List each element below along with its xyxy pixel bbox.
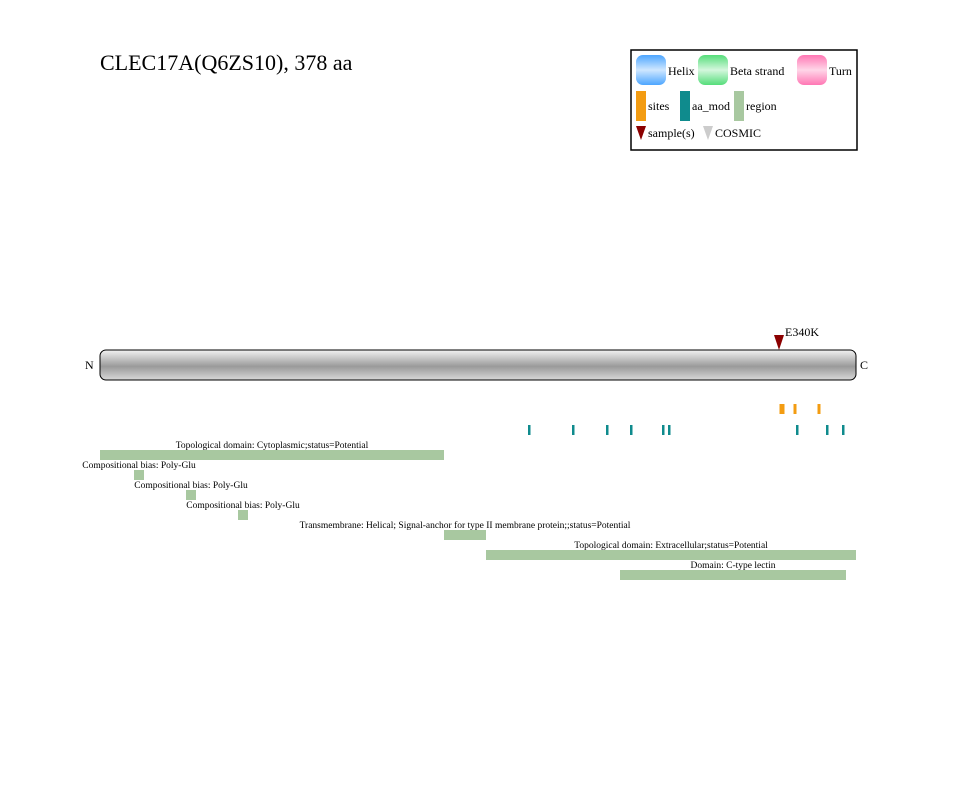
legend-helix-label: Helix (668, 64, 695, 78)
mutation-label: E340K (785, 325, 819, 339)
aa-mod-track (528, 425, 845, 435)
region-bar (100, 450, 444, 460)
region-bar (620, 570, 846, 580)
aa-mod-mark (668, 425, 671, 435)
region-label: Domain: C-type lectin (691, 561, 776, 571)
region-label: Compositional bias: Poly-Glu (134, 481, 248, 491)
aa-mod-mark (606, 425, 609, 435)
helix-swatch (636, 55, 666, 85)
chart-title: CLEC17A(Q6ZS10), 378 aa (100, 50, 353, 75)
legend-aa-mod-label: aa_mod (692, 99, 730, 113)
mutation-marker (774, 335, 784, 350)
aa-mod-mark (572, 425, 575, 435)
region-label: Compositional bias: Poly-Glu (186, 501, 300, 511)
aa-mod-mark (528, 425, 531, 435)
aa-mod-mark (796, 425, 799, 435)
region-swatch (734, 91, 744, 121)
turn-swatch (797, 55, 827, 85)
region-label: Transmembrane: Helical; Signal-anchor fo… (300, 520, 631, 531)
legend-turn-label: Turn (829, 64, 852, 78)
region-label: Topological domain: Extracellular;status… (574, 541, 768, 551)
protein-backbone (99, 349, 857, 381)
site-mark (793, 404, 797, 414)
legend-region-label: region (746, 99, 777, 113)
mutation-layer: E340K (774, 325, 819, 350)
legend-beta-label: Beta strand (730, 64, 784, 78)
sites-track (779, 404, 821, 414)
site-mark (781, 404, 785, 414)
n-terminus-label: N (85, 358, 94, 372)
region-bar (186, 490, 196, 500)
aa-mod-mark (842, 425, 845, 435)
region-bar (444, 530, 486, 540)
region-bar (486, 550, 856, 560)
region-bar (238, 510, 248, 520)
region-label: Compositional bias: Poly-Glu (82, 461, 196, 471)
beta-strand-swatch (698, 55, 728, 85)
site-mark (779, 404, 783, 414)
region-bar (134, 470, 144, 480)
legend-samples-label: sample(s) (648, 126, 695, 140)
region-track: Topological domain: Cytoplasmic;status=P… (82, 441, 856, 580)
aa-mod-mark (826, 425, 829, 435)
legend: Helix Beta strand Turn sites aa_mod regi… (630, 49, 858, 151)
sites-swatch (636, 91, 646, 121)
aa-mod-mark (662, 425, 665, 435)
aa-mod-swatch (680, 91, 690, 121)
region-label: Topological domain: Cytoplasmic;status=P… (176, 441, 369, 451)
cosmic-marker-icon (703, 126, 713, 140)
sample-marker-icon (636, 126, 646, 140)
c-terminus-label: C (860, 358, 868, 372)
legend-sites-label: sites (648, 99, 670, 113)
legend-cosmic-label: COSMIC (715, 126, 761, 140)
aa-mod-mark (630, 425, 633, 435)
site-mark (817, 404, 821, 414)
